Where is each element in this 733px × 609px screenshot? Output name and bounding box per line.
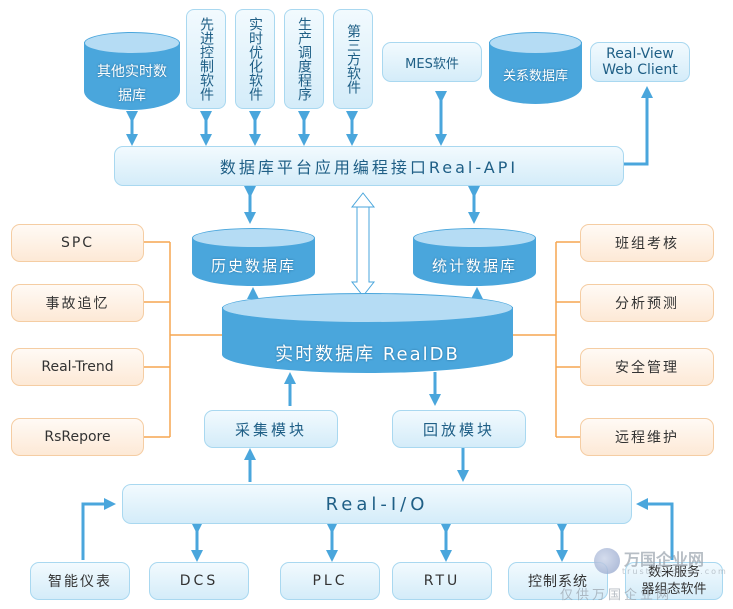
relational-db-cylinder: 关系数据库 — [489, 32, 582, 104]
dcs-box: DCS — [149, 562, 249, 600]
realdb-label: 实时数据库 RealDB — [275, 344, 460, 365]
stats-db-cylinder: 统计数据库 — [413, 228, 536, 286]
module-incident-recall: 事故追忆 — [11, 284, 144, 322]
module-spc: SPC — [11, 224, 144, 262]
hollow-arrow — [350, 192, 376, 297]
daq-line2: 器组态软件 — [641, 582, 707, 597]
mes-box: MES软件 — [382, 42, 482, 82]
module-forecast: 分析预测 — [580, 284, 714, 322]
scheduling-box: 生产调度程序 — [284, 9, 324, 109]
orange-connectors — [144, 241, 580, 438]
third-party-box: 第三方软件 — [333, 9, 373, 109]
module-team-assessment: 班组考核 — [580, 224, 714, 262]
smart-meter-box: 智能仪表 — [30, 562, 130, 600]
realdb-cylinder: 实时数据库 RealDB — [222, 293, 513, 373]
real-api-bar: 数据库平台应用编程接口Real-API — [114, 146, 624, 186]
watermark-note: 仅供万国企业网 — [560, 588, 673, 603]
watermark-brand: 万国企业网 — [624, 550, 705, 569]
collect-module-box: 采集模块 — [204, 410, 338, 448]
module-security: 安全管理 — [580, 348, 714, 386]
arrow-smart-meter — [81, 498, 116, 560]
daq-line1: 数采服务 — [647, 565, 700, 580]
module-rsrepore: RsRepore — [11, 418, 144, 456]
rto-box: 实时优化软件 — [235, 9, 275, 109]
history-db-cylinder: 历史数据库 — [192, 228, 315, 286]
relational-db-label: 关系数据库 — [502, 69, 568, 84]
other-rtdb-label: 其他实时数据库 — [97, 64, 167, 104]
arrow-web-client — [624, 86, 653, 166]
playback-module-box: 回放模块 — [392, 410, 526, 448]
real-io-bar: Real-I/O — [122, 484, 632, 524]
web-client-line2: Web Client — [602, 62, 678, 78]
rtu-box: RTU — [392, 562, 492, 600]
other-rtdb-cylinder: 其他实时数据库 — [84, 32, 180, 110]
arrow-daq — [636, 498, 674, 560]
web-client-box: Real-View Web Client — [590, 42, 690, 82]
stats-db-label: 统计数据库 — [431, 257, 517, 275]
web-client-line1: Real-View — [606, 46, 674, 62]
watermark-url: trustexporter.com — [622, 567, 728, 576]
control-system-box: 控制系统 — [508, 562, 608, 600]
module-real-trend: Real-Trend — [11, 348, 144, 386]
watermark-logo-icon — [594, 548, 620, 574]
apc-box: 先进控制软件 — [186, 9, 226, 109]
history-db-label: 历史数据库 — [210, 257, 296, 275]
plc-box: PLC — [280, 562, 380, 600]
module-remote-maintenance: 远程维护 — [580, 418, 714, 456]
daq-config-box: 数采服务 器组态软件 — [625, 562, 723, 600]
